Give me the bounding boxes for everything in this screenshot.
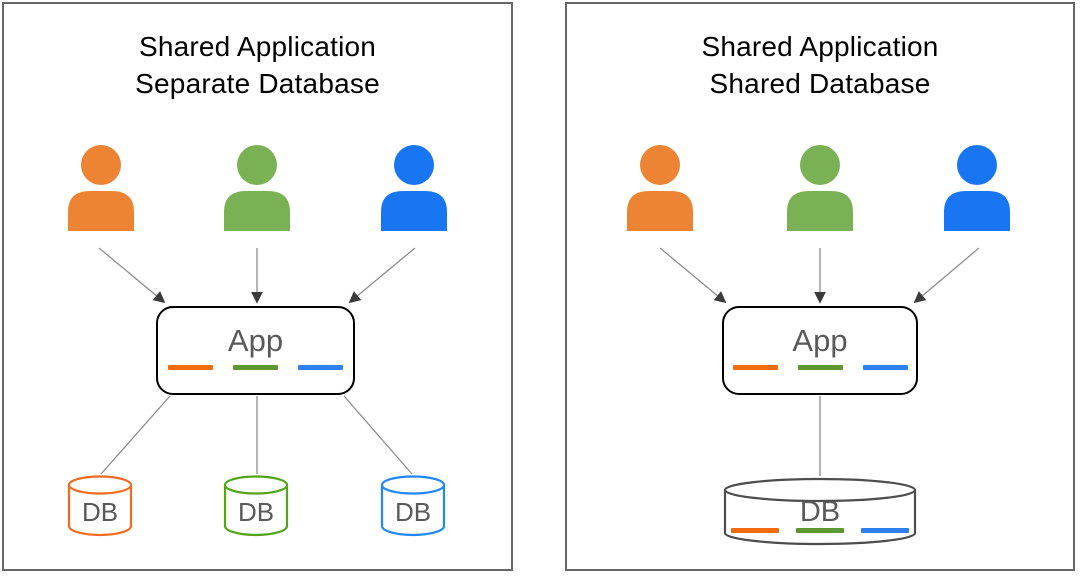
db-label: DB: [237, 497, 275, 527]
tenant-dash-blue: [862, 365, 908, 370]
database-cylinder-icon: [67, 475, 133, 537]
db-node-orange: DB: [67, 475, 133, 537]
tenant-dash-blue: [861, 528, 909, 533]
user-icon-green: [782, 145, 858, 231]
db-label: DB: [81, 497, 119, 527]
tenant-dash-orange: [732, 365, 778, 370]
app-label: App: [227, 323, 284, 358]
user-icon: [627, 145, 693, 231]
app-label: App: [792, 323, 848, 358]
panel-title: Shared Application Shared Database: [567, 28, 1073, 102]
db-node-blue: DB: [380, 475, 446, 537]
database-cylinder-icon: [380, 475, 446, 537]
user-icon-green: [219, 145, 295, 231]
user-icon-orange: [622, 145, 698, 231]
tenant-dash-row: [723, 528, 917, 533]
panel-title-line1: Shared Application: [701, 31, 939, 62]
tenant-dash-green: [796, 528, 844, 533]
user-icon: [787, 145, 853, 231]
user-icon-blue: [376, 145, 452, 231]
user-icon-blue: [939, 145, 1015, 231]
user-icon: [68, 145, 134, 231]
tenant-dash-row: [732, 365, 908, 370]
panel-title: Shared Application Separate Database: [4, 28, 511, 102]
tenant-dash-orange: [168, 365, 213, 370]
db-label: DB: [799, 496, 841, 528]
tenant-dash-green: [797, 365, 843, 370]
tenant-dash-orange: [731, 528, 779, 533]
panel-title-line2: Separate Database: [135, 68, 380, 99]
db-node-green: DB: [223, 475, 289, 537]
panel-title-line2: Shared Database: [709, 68, 931, 99]
tenant-dash-green: [233, 365, 278, 370]
user-icon: [944, 145, 1010, 231]
database-cylinder-icon: [223, 475, 289, 537]
tenant-dash-blue: [298, 365, 343, 370]
panel-title-line1: Shared Application: [138, 31, 377, 62]
user-icon-orange: [63, 145, 139, 231]
user-icon: [381, 145, 447, 231]
db-label: DB: [394, 497, 432, 527]
user-icon: [224, 145, 290, 231]
app-node: App: [722, 306, 918, 395]
panel-separate-database: Shared Application Separate Database App: [2, 2, 513, 571]
panel-shared-database: Shared Application Shared Database App: [565, 2, 1075, 571]
shared-db-node: DB: [723, 477, 917, 547]
app-node: App: [156, 306, 355, 395]
tenant-dash-row: [168, 365, 343, 370]
